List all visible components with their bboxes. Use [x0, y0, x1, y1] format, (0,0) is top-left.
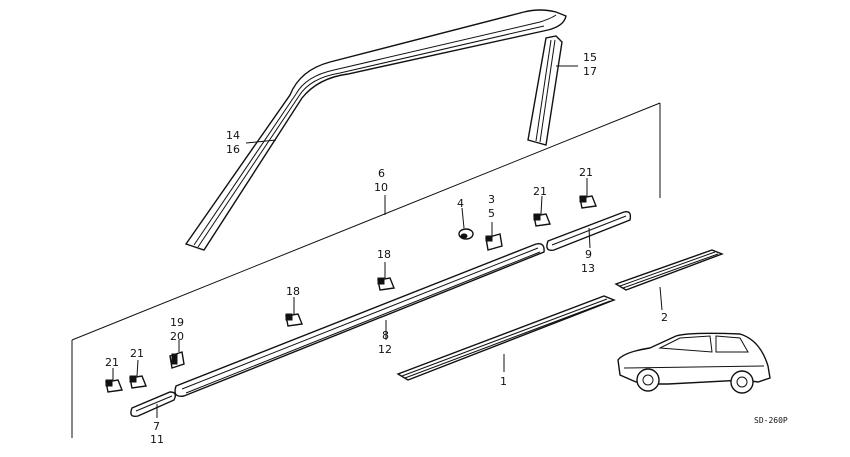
svg-text:18: 18 — [377, 248, 391, 261]
svg-text:21: 21 — [533, 185, 547, 198]
svg-text:7: 7 — [153, 420, 160, 433]
svg-text:18: 18 — [286, 285, 300, 298]
clip-21-b — [579, 195, 597, 209]
frame-lines — [71, 102, 661, 438]
side-moulding-rear — [546, 210, 632, 251]
svg-text:3: 3 — [488, 193, 495, 206]
callout-21-a: 21 — [533, 185, 547, 198]
svg-text:2: 2 — [661, 311, 668, 324]
svg-text:14: 14 — [226, 129, 240, 142]
svg-text:19: 19 — [170, 316, 184, 329]
svg-text:20: 20 — [170, 330, 184, 343]
svg-text:1: 1 — [500, 375, 507, 388]
callout-1: 1 — [500, 375, 507, 388]
svg-text:13: 13 — [581, 262, 595, 275]
callout-7-11: 7 11 — [150, 420, 164, 446]
callout-21-b: 21 — [579, 166, 593, 179]
clip-3-5 — [485, 233, 503, 251]
callout-6-10: 6 10 — [374, 167, 388, 194]
clip-21-d — [105, 379, 123, 393]
svg-text:5: 5 — [488, 207, 495, 220]
svg-text:21: 21 — [105, 356, 119, 369]
leader-lines — [112, 65, 663, 418]
clip-4 — [458, 228, 474, 240]
pillar-moulding — [527, 35, 563, 146]
callout-4: 4 — [457, 197, 464, 210]
svg-text:8: 8 — [382, 329, 389, 342]
clip-18-a — [377, 277, 395, 291]
svg-text:15: 15 — [583, 51, 597, 64]
svg-text:11: 11 — [150, 433, 164, 446]
callout-3-5: 3 5 — [488, 193, 495, 220]
door-frame-moulding — [184, 9, 567, 251]
side-moulding-front — [130, 391, 177, 418]
svg-text:16: 16 — [226, 143, 240, 156]
callout-9-13: 9 13 — [581, 248, 595, 275]
side-moulding-long — [174, 242, 545, 397]
car-thumbnail — [617, 332, 771, 394]
svg-text:12: 12 — [378, 343, 392, 356]
clip-18-b — [285, 313, 303, 327]
callout-21-c: 21 — [130, 347, 144, 360]
clip-19-20 — [169, 351, 185, 369]
callout-15-17: 15 17 — [583, 51, 597, 78]
callout-8-12: 8 12 — [378, 329, 392, 356]
callout-19-20: 19 20 — [170, 316, 184, 343]
callout-2: 2 — [661, 311, 668, 324]
clip-21-a — [533, 213, 551, 227]
callout-18-b: 18 — [286, 285, 300, 298]
callout-21-d: 21 — [105, 356, 119, 369]
svg-text:17: 17 — [583, 65, 597, 78]
sill-plate-2 — [614, 249, 724, 291]
callout-14-16: 14 16 — [226, 129, 240, 156]
svg-text:21: 21 — [579, 166, 593, 179]
svg-text:4: 4 — [457, 197, 464, 210]
callout-18-a: 18 — [377, 248, 391, 261]
clip-21-c — [129, 375, 147, 389]
sill-plate-1 — [396, 295, 616, 381]
svg-text:21: 21 — [130, 347, 144, 360]
svg-text:6: 6 — [378, 167, 385, 180]
svg-text:9: 9 — [585, 248, 592, 261]
svg-text:10: 10 — [374, 181, 388, 194]
diagram-code: SD-260P — [754, 416, 788, 425]
